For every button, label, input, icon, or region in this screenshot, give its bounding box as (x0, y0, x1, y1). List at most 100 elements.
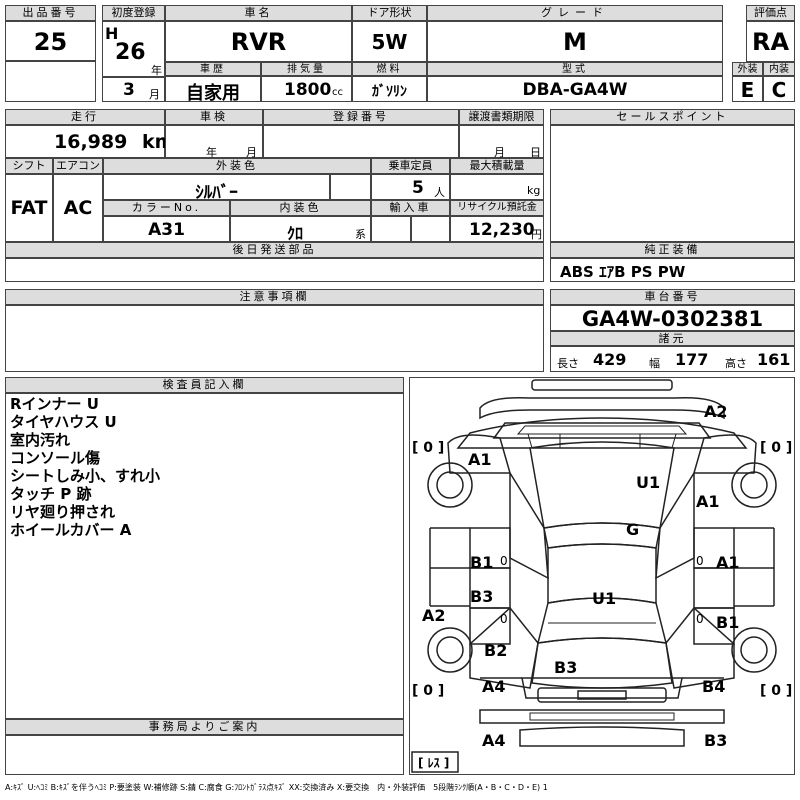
inspector-note: 室内汚れ (10, 431, 71, 449)
zero-mark: 0 (696, 612, 704, 626)
recycle-unit: 円 (531, 228, 542, 241)
damage-mark: G (626, 520, 640, 539)
damage-mark: A2 (422, 606, 446, 625)
color-no-label: カラーNo. (103, 200, 230, 216)
zero-mark: 0 (696, 554, 704, 568)
damage-mark: A4 (482, 677, 506, 696)
width-label: 幅 (649, 357, 660, 370)
office-label: 事務局よりご案内 (5, 719, 404, 735)
reg-no-cell (263, 125, 459, 158)
door-label: ドア形状 (352, 5, 427, 21)
reg-no-label: 登録番号 (263, 109, 459, 125)
damage-mark: U1 (636, 473, 661, 492)
exterior-color-cell: ｼﾙﾊﾞｰ (103, 174, 330, 203)
lot-blank (5, 61, 96, 102)
shift-value: FAT (10, 197, 48, 219)
car-name-cell: RVR (165, 21, 352, 62)
capacity-value: 5 (412, 178, 424, 198)
zero-mark: 0 (500, 554, 508, 568)
displacement-cell: 1800 cc (261, 76, 352, 102)
equipment-value: ABS ｴｱB PS PW (560, 263, 686, 281)
damage-mark: B4 (702, 677, 726, 696)
lot-number-cell: 25 (5, 21, 96, 61)
capacity-cell: 5 人 (371, 174, 450, 200)
damage-mark: B3 (470, 587, 494, 606)
dims-label: 諸元 (550, 331, 795, 346)
damage-mark: U1 (592, 589, 617, 608)
ac-cell: AC (53, 174, 103, 242)
equipment-label: 純正装備 (550, 242, 795, 258)
inspector-note: リヤ廻り押され (10, 503, 116, 521)
tire-tread-fr: [ 0 ] (760, 440, 793, 456)
spare-tire: [ ﾚｽ ] (418, 756, 450, 770)
import-label: 輸入車 (371, 200, 450, 216)
exterior-value: E (740, 78, 755, 102)
damage-mark: B1 (716, 613, 740, 632)
inspection-label: 車検 (165, 109, 263, 125)
legend: A:ｷｽﾞ U:ﾍｺﾐ B:ｷｽﾞを伴うﾍｺﾐ P:要塗装 W:補修跡 S:錆 … (5, 783, 548, 792)
inspection-cell: 年 月 (165, 125, 263, 159)
max-load-label: 最大積載量 (450, 158, 544, 174)
height-value: 161 (757, 350, 791, 369)
inspector-label: 検査員記入欄 (5, 377, 404, 393)
damage-mark: B2 (484, 641, 508, 660)
import-cell-a (371, 216, 411, 242)
history-label: 車歴 (165, 62, 261, 76)
inspector-note: タッチ P 跡 (10, 485, 92, 503)
year-unit: 年 (151, 64, 162, 77)
office-cell (5, 735, 404, 775)
width-value: 177 (675, 350, 709, 369)
inspection-month-unit: 月 (246, 146, 257, 159)
exterior-cell: E (732, 76, 763, 102)
interior-value: C (771, 78, 787, 102)
max-load-cell: kg (450, 174, 544, 200)
fuel-value: ｶﾞｿﾘﾝ (372, 84, 407, 100)
fuel-label: 燃料 (352, 62, 427, 76)
chassis-value: GA4W-0302381 (581, 307, 764, 331)
parts-label: 後日発送部品 (5, 242, 544, 258)
score-label: 評価点 (746, 5, 795, 21)
fuel-cell: ｶﾞｿﾘﾝ (352, 76, 427, 102)
exterior-label: 外装 (732, 62, 763, 76)
length-label: 長さ (557, 357, 579, 370)
damage-mark: B3 (704, 731, 728, 750)
zero-mark: 0 (500, 612, 508, 626)
reg-month: 3 (123, 80, 135, 100)
recycle-cell: 12,230 円 (450, 216, 544, 242)
interior-cell: C (763, 76, 795, 102)
reg-year: 26 (115, 40, 146, 65)
month-unit: 月 (149, 88, 160, 101)
score-value: RA (751, 28, 790, 56)
ac-value: AC (63, 197, 93, 219)
sales-point-cell (550, 125, 795, 242)
capacity-unit: 人 (434, 186, 445, 199)
sales-point-label: セールスポイント (550, 109, 795, 125)
interior-label: 内装 (763, 62, 795, 76)
interior-color-value: ｸﾛ (287, 224, 304, 243)
interior-color-unit: 系 (355, 228, 366, 241)
tire-tread-rr: [ 0 ] (760, 683, 793, 699)
equipment-cell: ABS ｴｱB PS PW (550, 258, 795, 282)
inspector-note: コンソール傷 (10, 449, 101, 467)
ac-label: エアコン (53, 158, 103, 174)
car-name: RVR (230, 28, 287, 56)
exterior-color-extra (330, 174, 371, 200)
displacement-unit: cc (332, 87, 343, 98)
notes-cell (5, 305, 544, 372)
inspection-year-unit: 年 (206, 146, 217, 159)
grade-label: グレード (427, 5, 723, 21)
inspector-note: Rインナー U (10, 395, 99, 413)
max-load-unit: kg (527, 184, 541, 197)
color-no-value: A31 (148, 220, 185, 240)
lot-label: 出品番号 (5, 5, 96, 21)
exterior-color-value: ｼﾙﾊﾞｰ (195, 183, 238, 203)
tire-tread-fl: [ 0 ] (412, 440, 445, 456)
era: H (105, 24, 119, 43)
length-value: 429 (593, 350, 627, 369)
chassis-label: 車台番号 (550, 289, 795, 305)
displacement-label: 排気量 (261, 62, 352, 76)
damage-mark: A1 (696, 492, 720, 511)
car-diagram-drawing (411, 379, 777, 773)
inspector-note: ホイールカバー A (10, 521, 132, 539)
car-diagram: A2 A1 U1 A1 G B1 A1 B3 U1 A2 B1 B2 B3 A4… (409, 377, 795, 775)
